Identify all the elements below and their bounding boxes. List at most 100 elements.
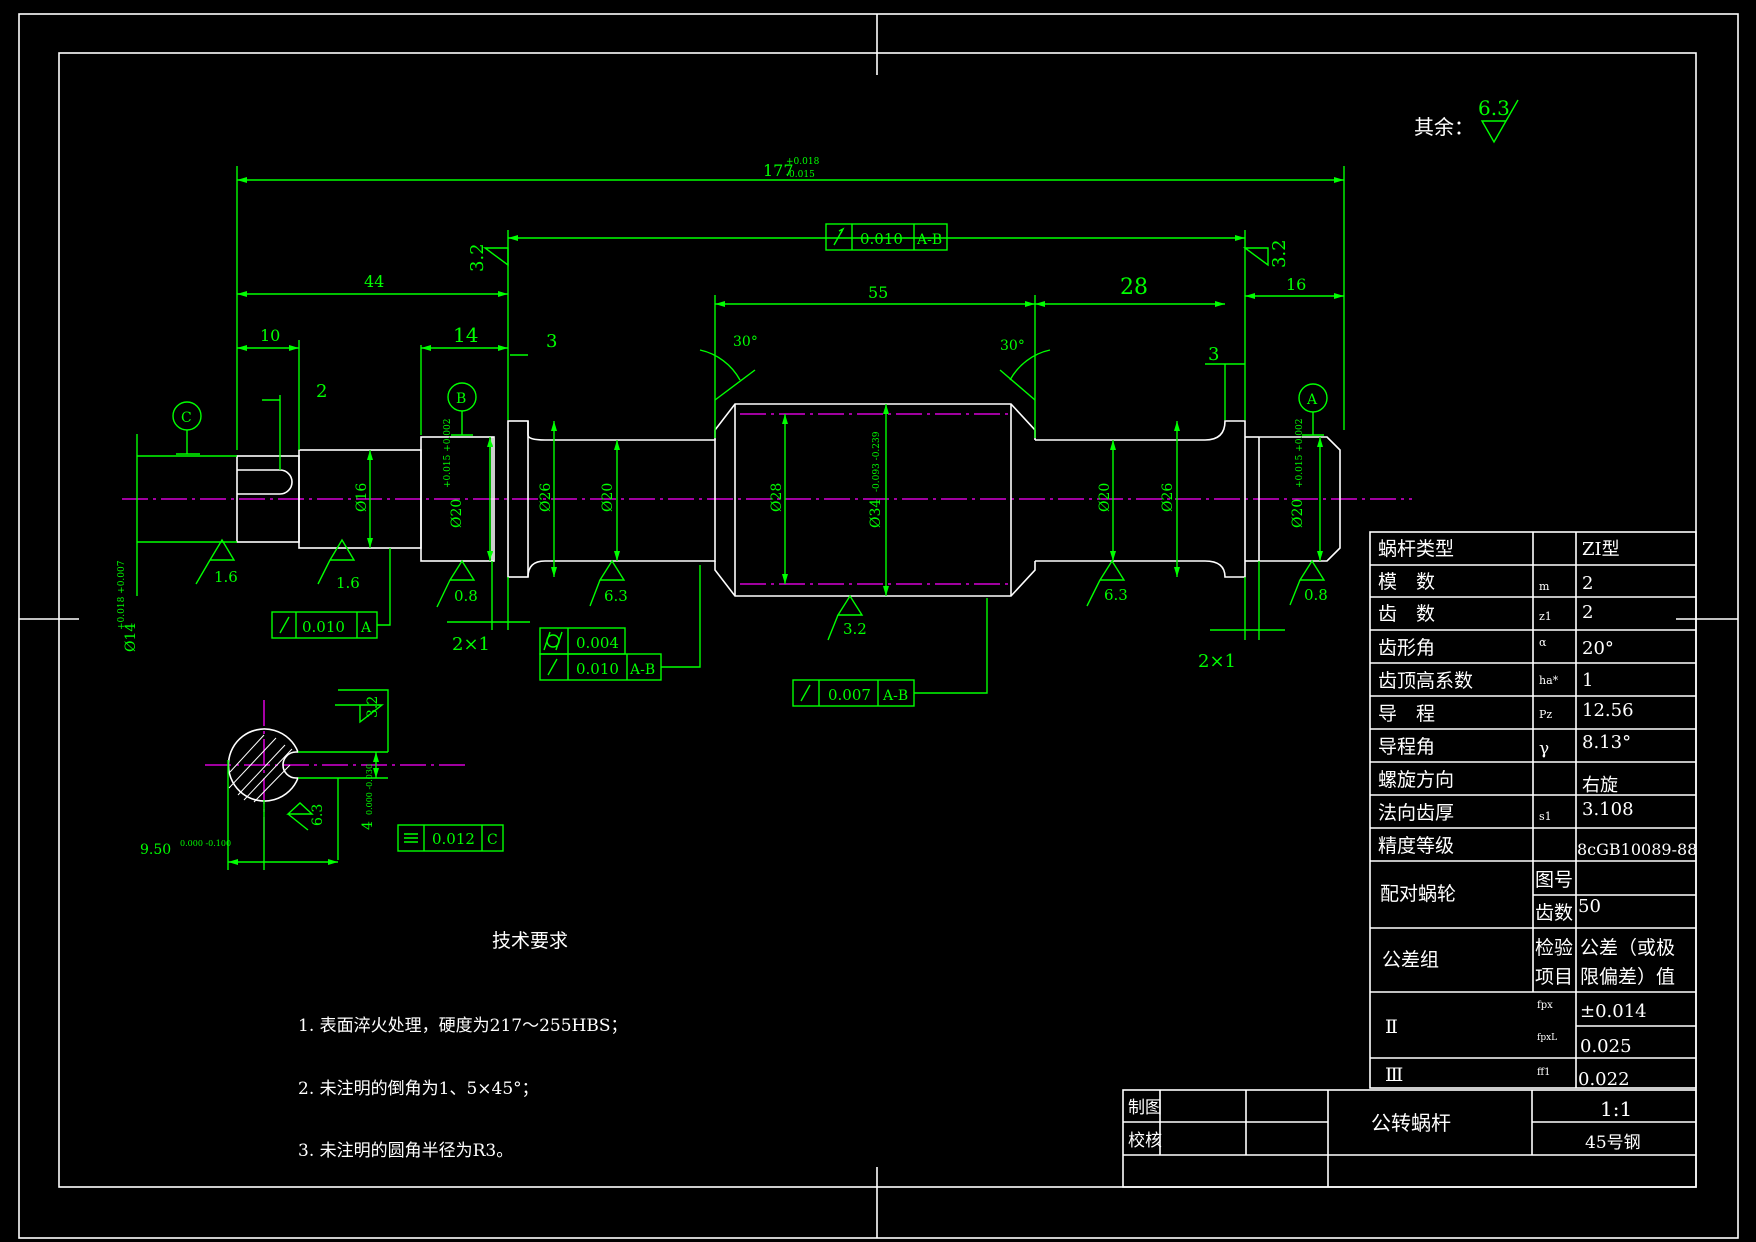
svg-text:3.108: 3.108: [1582, 799, 1634, 820]
gdt-frame-cylindricity: 0.004: [539, 627, 626, 655]
svg-text:30°: 30°: [1000, 338, 1025, 354]
parameter-table: 蜗杆类型 模 数 齿 数 齿形角 齿顶高系数 导 程 导程角 螺旋方向 法向齿厚…: [1369, 531, 1697, 1090]
svg-text:fpx: fpx: [1537, 1000, 1553, 1011]
svg-text:12.56: 12.56: [1582, 700, 1634, 721]
svg-text:Ø20: Ø20: [1097, 483, 1113, 512]
svg-text:1.6: 1.6: [214, 568, 238, 586]
svg-text:9.50: 9.50: [140, 842, 171, 858]
svg-text:A-B: A-B: [882, 688, 908, 704]
svg-text:C: C: [181, 410, 192, 426]
svg-text:Ø34: Ø34: [868, 499, 884, 528]
svg-text:3.2: 3.2: [843, 620, 867, 638]
svg-text:0.000 -0.100: 0.000 -0.100: [180, 839, 231, 848]
svg-text:配对蜗轮: 配对蜗轮: [1380, 883, 1456, 905]
svg-text:2: 2: [1582, 573, 1593, 594]
sheet-outer-border: [18, 13, 1739, 1239]
svg-text:+0.015 +0.002: +0.015 +0.002: [443, 419, 453, 488]
svg-text:50: 50: [1578, 896, 1601, 917]
svg-text:20°: 20°: [1582, 638, 1614, 659]
svg-text:0.012: 0.012: [432, 830, 475, 848]
svg-text:30°: 30°: [733, 334, 758, 350]
svg-text:6.3: 6.3: [1104, 586, 1128, 604]
svg-text:Ⅱ: Ⅱ: [1385, 1016, 1398, 1038]
tech-req-title: 技术要求: [492, 930, 568, 952]
svg-text:B: B: [456, 391, 466, 407]
param-values: ZI型 2 2 20° 1 12.56 8.13° 右旋 3.108 8cGB1…: [1577, 539, 1697, 859]
keyway-section-view: 9.50 0.000 -0.100 4 0.000 -0.030: [140, 689, 470, 870]
svg-text:3.2: 3.2: [1269, 239, 1290, 268]
svg-text:±0.014: ±0.014: [1580, 1001, 1647, 1022]
svg-text:0.004: 0.004: [576, 634, 619, 652]
svg-text:6.3: 6.3: [1478, 96, 1510, 120]
gdt-frame-top: 0.010 A-B: [825, 223, 948, 251]
svg-text:Pz: Pz: [1539, 708, 1552, 721]
gdt-frame-runout-right: 0.007 A-B: [792, 598, 988, 707]
svg-text:ff1: ff1: [1537, 1067, 1550, 1078]
gdt-frame-symmetry: 0.012 C: [397, 824, 504, 852]
svg-text:44: 44: [364, 272, 384, 291]
svg-text:10: 10: [260, 326, 280, 345]
svg-text:制图: 制图: [1128, 1098, 1162, 1118]
svg-text:检验: 检验: [1535, 937, 1573, 959]
center-marks: [19, 14, 1738, 1238]
svg-text:Ø28: Ø28: [769, 483, 785, 512]
svg-text:177: 177: [763, 161, 794, 180]
svg-text:校核: 校核: [1128, 1131, 1162, 1151]
svg-text:蜗杆类型: 蜗杆类型: [1378, 538, 1454, 560]
svg-text:+0.015 +0.002: +0.015 +0.002: [1295, 419, 1305, 488]
tech-req-item-2: 2. 未注明的倒角为1、5×45°；: [298, 1079, 539, 1099]
svg-text:14: 14: [453, 323, 478, 347]
svg-text:0.010: 0.010: [576, 660, 619, 678]
svg-text:导 程: 导 程: [1378, 703, 1435, 725]
svg-text:齿顶高系数: 齿顶高系数: [1378, 670, 1473, 692]
svg-text:Ø20: Ø20: [1290, 499, 1306, 528]
svg-text:公转蜗杆: 公转蜗杆: [1371, 1111, 1451, 1135]
svg-text:3: 3: [546, 331, 557, 352]
svg-text:m: m: [1539, 580, 1550, 593]
svg-text:-0.015: -0.015: [786, 170, 815, 180]
svg-text:模 数: 模 数: [1378, 571, 1435, 593]
svg-text:1.6: 1.6: [336, 574, 360, 592]
svg-text:0.8: 0.8: [1304, 586, 1328, 604]
svg-text:0.010: 0.010: [302, 618, 345, 636]
svg-text:0.8: 0.8: [454, 587, 478, 605]
svg-text:ZI型: ZI型: [1582, 539, 1620, 560]
svg-text:A: A: [360, 620, 372, 636]
svg-text:Ø20: Ø20: [600, 483, 616, 512]
datum-b: B: [447, 382, 477, 436]
svg-text:公差组: 公差组: [1382, 949, 1439, 971]
svg-text:A-B: A-B: [629, 662, 655, 678]
svg-text:8.13°: 8.13°: [1582, 732, 1631, 753]
svg-text:4: 4: [360, 821, 376, 830]
datum-a: A: [1298, 383, 1328, 436]
svg-text:16: 16: [1286, 275, 1306, 294]
param-symbols: m z1 α ha* Pz γ s1: [1539, 580, 1559, 823]
gdt-frame-left: 0.010 A: [271, 548, 391, 639]
svg-text:8cGB10089-88: 8cGB10089-88: [1577, 840, 1697, 859]
svg-text:右旋: 右旋: [1582, 775, 1618, 796]
svg-text:齿 数: 齿 数: [1378, 603, 1435, 625]
svg-text:Ø26: Ø26: [1160, 483, 1176, 512]
svg-text:+0.018: +0.018: [786, 157, 820, 167]
svg-text:1: 1: [1582, 670, 1593, 691]
svg-text:2×1: 2×1: [452, 634, 490, 655]
svg-text:导程角: 导程角: [1378, 736, 1435, 758]
svg-text:-0.093 -0.239: -0.093 -0.239: [872, 431, 882, 492]
svg-text:3: 3: [1208, 344, 1219, 365]
tech-req-item-1: 1. 表面淬火处理，硬度为217～255HBS；: [298, 1016, 627, 1036]
dimension-texts: 177 +0.018 -0.015 44 10 2 14 3 55 28 16 …: [117, 157, 1306, 672]
svg-text:+0.018 +0.007: +0.018 +0.007: [117, 560, 127, 630]
param-labels: 蜗杆类型 模 数 齿 数 齿形角 齿顶高系数 导 程 导程角 螺旋方向 法向齿厚…: [1378, 538, 1473, 857]
svg-text:Ø14: Ø14: [123, 623, 139, 652]
svg-text:Ø16: Ø16: [354, 483, 370, 512]
surface-note: 其余： 6.3: [1414, 96, 1519, 144]
svg-text:z1: z1: [1539, 610, 1552, 623]
shaft-outline: [236, 403, 1341, 597]
title-block: 制图 校核 公转蜗杆 1:1 45号钢: [1122, 1089, 1697, 1188]
svg-text:0.022: 0.022: [1578, 1069, 1630, 1090]
svg-text:A-B: A-B: [916, 232, 942, 248]
svg-text:28: 28: [1120, 275, 1148, 300]
dimension-lines: [136, 166, 1345, 640]
svg-text:螺旋方向: 螺旋方向: [1378, 769, 1454, 791]
svg-text:其余：: 其余：: [1414, 115, 1474, 139]
